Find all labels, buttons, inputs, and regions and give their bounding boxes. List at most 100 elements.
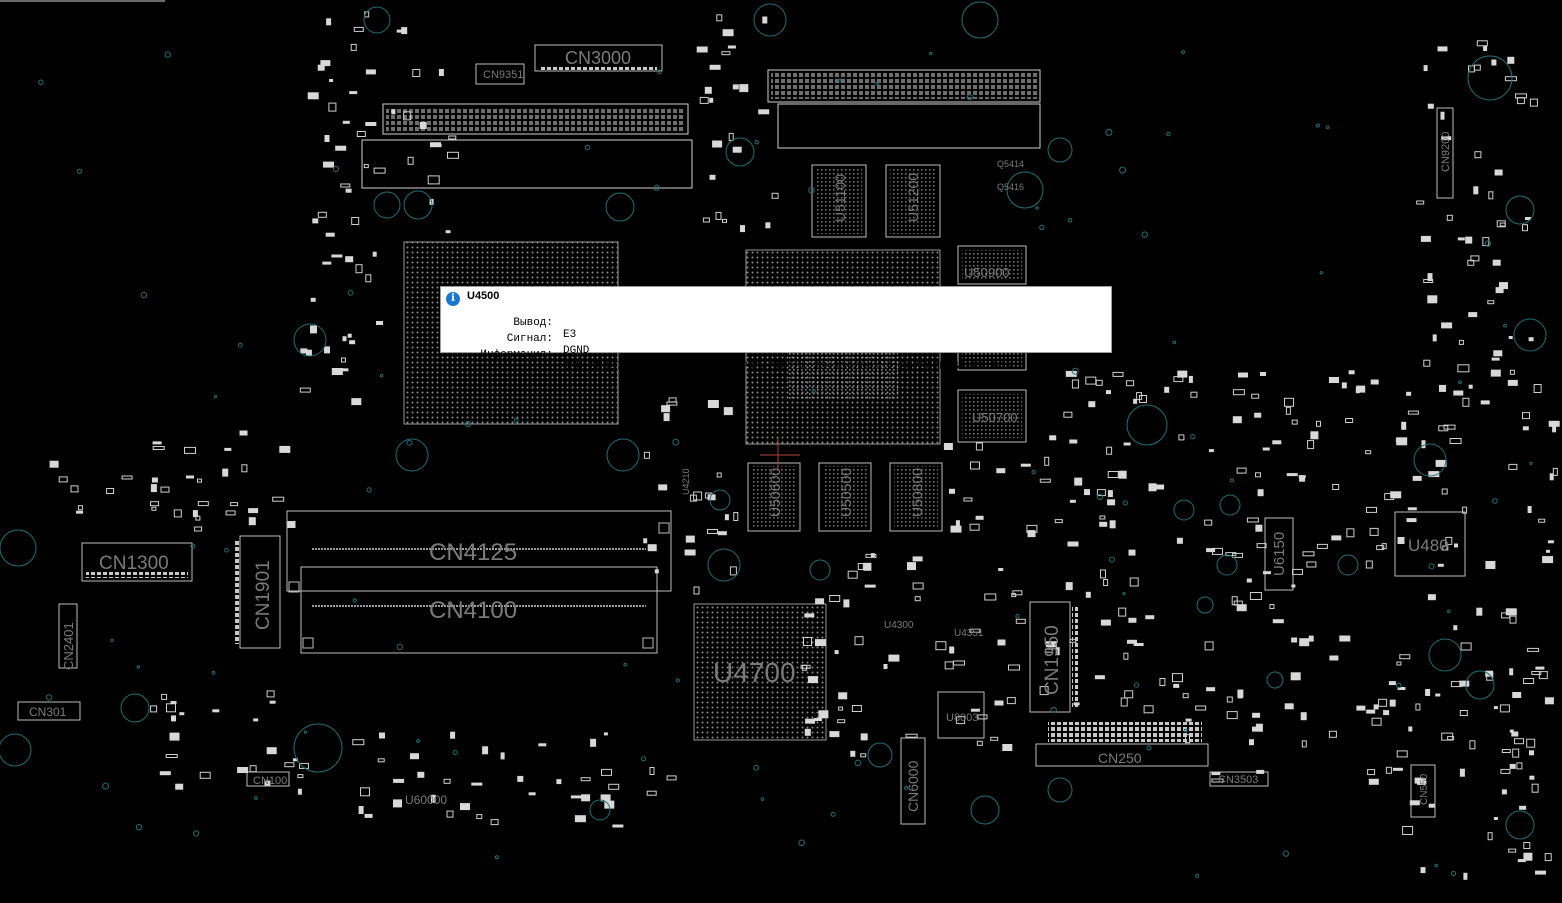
label-u4700: U4700 — [713, 657, 796, 688]
smd-part — [865, 553, 877, 558]
smd-part — [912, 556, 923, 562]
smd-part — [335, 145, 347, 151]
label-cn9351: CN9351 — [483, 69, 523, 81]
smd-part — [1292, 568, 1303, 575]
test-point — [929, 51, 933, 56]
smd-part — [1254, 412, 1262, 418]
smd-part — [328, 102, 337, 112]
smd-part — [857, 563, 864, 570]
smd-part — [864, 584, 876, 588]
smd-part — [723, 407, 733, 416]
smd-part — [834, 650, 839, 655]
test-point — [1195, 873, 1200, 878]
smd-part — [1491, 59, 1497, 66]
smd-part — [284, 762, 295, 768]
memory-chips — [747, 164, 1027, 532]
smd-part — [342, 368, 349, 372]
bga-u4700[interactable] — [693, 603, 827, 741]
smd-part — [224, 447, 232, 451]
smd-part — [1182, 693, 1189, 699]
smd-part — [1356, 385, 1366, 393]
test-point — [1172, 340, 1177, 345]
smd-part — [1508, 848, 1517, 853]
smd-part — [1099, 515, 1106, 520]
test-point — [808, 187, 815, 194]
smd-part — [1178, 434, 1185, 441]
smd-part — [1308, 635, 1314, 642]
smd-part — [349, 91, 358, 95]
smd-part — [1285, 406, 1291, 415]
test-point — [1484, 240, 1492, 247]
test-point — [494, 855, 499, 860]
smd-part — [1509, 668, 1514, 676]
test-point — [513, 417, 519, 423]
smd-part — [1124, 690, 1134, 699]
smd-part — [1045, 641, 1057, 648]
smd-part — [1495, 287, 1504, 294]
test-point — [1031, 470, 1036, 475]
smd-part — [1462, 397, 1470, 407]
smd-part — [1522, 224, 1528, 232]
smd-part — [1310, 431, 1319, 440]
test-point — [1529, 461, 1533, 465]
smd-part — [1416, 200, 1425, 205]
smd-part — [287, 521, 296, 528]
smd-part — [1088, 401, 1096, 408]
smd-part — [1188, 375, 1193, 383]
smd-part — [1369, 527, 1379, 536]
smd-part — [430, 142, 441, 148]
smd-part — [1195, 705, 1207, 711]
smd-part — [1401, 421, 1407, 430]
test-point — [1458, 380, 1462, 385]
smd-part — [608, 783, 620, 790]
smd-part — [1492, 259, 1501, 266]
smd-part — [870, 553, 875, 558]
mounting-via — [961, 1, 999, 39]
smd-part — [528, 792, 536, 796]
pin-value: E3 — [563, 329, 577, 341]
smd-part — [1236, 467, 1247, 474]
smd-part — [1286, 473, 1298, 477]
smd-part — [1255, 524, 1263, 532]
test-point — [798, 839, 806, 847]
smd-part — [324, 135, 330, 142]
smd-part — [1420, 235, 1431, 242]
label-u480: U480 — [1408, 536, 1449, 555]
smd-part — [1073, 702, 1080, 706]
mounting-via — [373, 191, 401, 219]
smd-part — [943, 443, 953, 450]
smd-part — [1501, 612, 1511, 619]
test-point — [352, 598, 357, 603]
test-point — [875, 81, 880, 86]
label-cn9200: CN9200 — [1440, 132, 1452, 172]
test-point — [110, 638, 114, 643]
smd-part — [317, 64, 325, 71]
smd-part — [1126, 380, 1135, 387]
smd-part — [1012, 590, 1023, 596]
smd-part — [668, 397, 677, 403]
test-point — [224, 547, 229, 553]
test-point — [1039, 224, 1045, 231]
smd-part — [1460, 642, 1472, 651]
test-point — [1315, 123, 1320, 128]
smd-part — [1300, 712, 1307, 721]
tooltip-title: U4500 — [467, 290, 500, 302]
smd-part — [1252, 726, 1256, 732]
smd-part — [1177, 370, 1188, 378]
test-point — [303, 730, 307, 734]
test-point — [1229, 478, 1234, 483]
smd-part — [342, 120, 350, 124]
smd-part — [1407, 410, 1419, 415]
smd-part — [325, 232, 335, 237]
smd-part — [1106, 390, 1111, 395]
smd-part — [1148, 483, 1157, 492]
smd-part — [1480, 400, 1490, 405]
smd-part — [500, 752, 505, 760]
smd-part — [1544, 697, 1554, 705]
smd-part — [1488, 191, 1494, 200]
smd-part — [1039, 478, 1051, 483]
smd-part — [1346, 528, 1355, 538]
mosfet-row-right — [767, 69, 1041, 149]
smd-part — [1423, 65, 1428, 72]
